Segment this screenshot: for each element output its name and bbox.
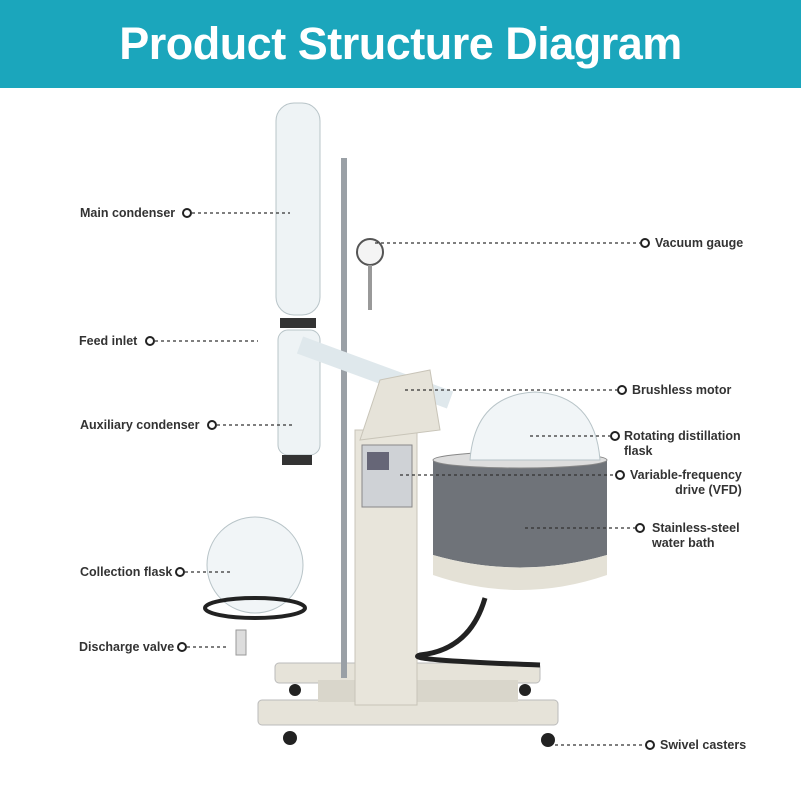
vacuum-gauge-dial (356, 238, 384, 266)
vfd-display (367, 452, 389, 470)
label-discharge-valve: Discharge valve (79, 640, 175, 654)
label-markers (145, 208, 655, 750)
page-title: Product Structure Diagram (119, 18, 682, 69)
water-bath-body (433, 460, 607, 568)
label-swivel-casters: Swivel casters (660, 738, 747, 752)
main-condenser-tube (275, 102, 321, 316)
caster-wheels (283, 684, 555, 747)
leader-lines (155, 212, 645, 746)
motor-housing (359, 369, 441, 441)
label-collection-flask: Collection flask (80, 565, 173, 579)
rotary-evaporator-illustration (145, 102, 655, 750)
label-brushless-motor: Brushless motor (632, 383, 732, 397)
label-feed-inlet: Feed inlet (79, 334, 138, 348)
label-vacuum-gauge: Vacuum gauge (655, 236, 744, 250)
label-auxiliary-condenser: Auxiliary condenser (80, 418, 200, 432)
support-pole (341, 158, 347, 678)
collection-flask-globe (206, 516, 304, 614)
label-main-condenser: Main condenser (80, 206, 176, 220)
header-banner: Product Structure Diagram (0, 0, 801, 88)
rotating-flask-globe (469, 391, 601, 461)
